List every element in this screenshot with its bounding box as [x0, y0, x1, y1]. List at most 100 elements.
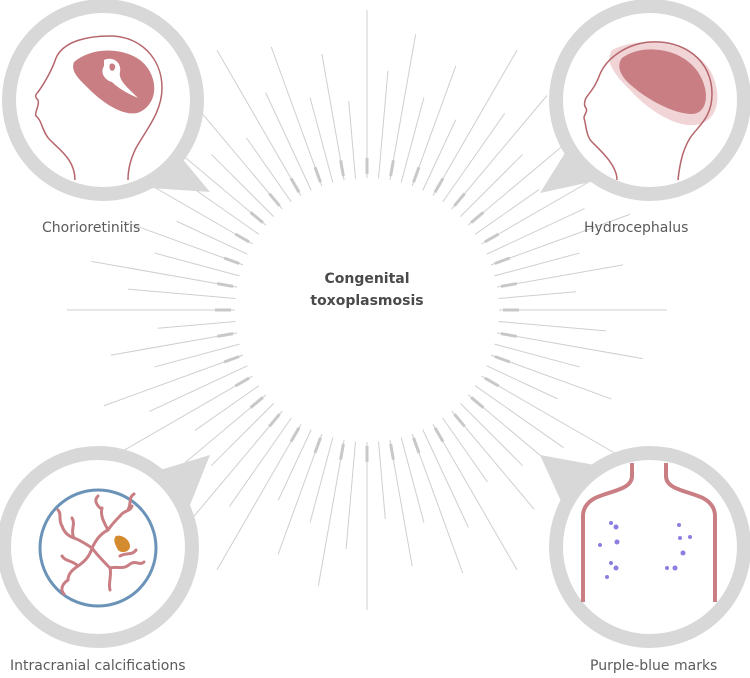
skin-mark — [609, 521, 613, 525]
starburst-ray-accent — [433, 427, 445, 443]
starburst-ray — [246, 137, 292, 203]
label-chorioretinitis: Chorioretinitis — [42, 220, 141, 236]
bubble-tail — [540, 145, 600, 193]
starburst-ray — [432, 424, 518, 571]
starburst-ray — [216, 49, 302, 196]
starburst-ray-accent — [500, 332, 517, 338]
starburst-ray — [411, 65, 457, 187]
starburst-ray — [211, 402, 275, 466]
starburst-ray — [459, 154, 523, 218]
starburst-ray — [228, 417, 292, 507]
starburst-ray-accent — [389, 160, 395, 177]
starburst-ray — [486, 208, 585, 255]
label-purple-blue-marks: Purple-blue marks — [590, 658, 718, 674]
label-hydrocephalus: Hydrocephalus — [584, 220, 689, 236]
starburst-ray — [459, 402, 523, 466]
starburst-ray-accent — [313, 437, 322, 454]
starburst-ray — [490, 354, 612, 400]
starburst-ray — [309, 437, 334, 523]
starburst-ray — [400, 437, 425, 523]
starburst-ray — [211, 154, 275, 218]
starburst-ray — [481, 375, 628, 461]
starburst-ray — [317, 439, 345, 586]
skin-mark — [672, 565, 678, 571]
starburst-ray — [149, 365, 248, 412]
starburst-ray — [486, 365, 558, 400]
label-intracranial-calcifications: Intracranial calcifications — [10, 658, 186, 674]
starburst-ray — [127, 288, 236, 299]
starburst-ray — [451, 95, 548, 210]
starburst-ray — [154, 252, 240, 277]
starburst-ray — [91, 260, 238, 288]
starburst-ray — [176, 220, 248, 255]
starburst-ray — [154, 343, 240, 368]
starburst-ray — [216, 424, 302, 571]
starburst-ray — [400, 97, 425, 183]
skin-mark — [614, 539, 620, 545]
skin-marks — [598, 521, 692, 579]
starburst-ray — [309, 97, 334, 183]
starburst-ray — [277, 429, 312, 501]
skin-mark — [613, 524, 619, 530]
starburst-ray — [103, 354, 244, 407]
starburst-ray — [122, 220, 244, 266]
bubble-ring — [549, 446, 750, 648]
head-with-eye-lesion-icon — [34, 35, 163, 181]
starburst-ray — [106, 375, 253, 461]
starburst-ray-accent — [412, 437, 421, 454]
starburst-ray-accent — [412, 166, 421, 183]
starburst-ray — [496, 264, 624, 288]
skin-mark — [598, 543, 602, 547]
skin-mark — [665, 566, 669, 570]
starburst-ray-accent — [484, 376, 500, 388]
starburst-ray-accent — [339, 443, 345, 460]
starburst-ray — [494, 252, 580, 277]
starburst-ray — [498, 291, 577, 299]
bubble-hydrocephalus — [540, 0, 750, 201]
starburst-ray-accent — [223, 355, 240, 364]
starburst-ray — [474, 385, 564, 449]
starburst-ray — [378, 70, 389, 179]
starburst-ray-accent — [494, 355, 511, 364]
starburst-ray — [157, 321, 236, 329]
starburst-ray-accent — [470, 396, 485, 409]
starburst-ray — [194, 385, 260, 431]
starburst-ray — [467, 142, 567, 226]
starburst-ray — [321, 53, 345, 181]
starburst-ray-accent — [234, 376, 250, 388]
starburst-ray — [494, 343, 580, 368]
bubble-chorioretinitis — [2, 0, 210, 201]
starburst-ray-accent — [339, 160, 345, 177]
starburst-ray — [277, 433, 323, 555]
skin-mark — [678, 536, 682, 540]
starburst-ray-accent — [453, 192, 466, 207]
center-title: Congenital toxoplasmosis — [267, 268, 467, 312]
starburst-ray-accent — [500, 282, 517, 288]
starburst-ray-accent — [453, 413, 466, 428]
starburst-ray-accent — [249, 211, 264, 224]
torso-with-spots-icon — [581, 463, 717, 602]
starburst-ray — [389, 439, 413, 567]
starburst-ray — [199, 110, 283, 210]
skin-mark — [605, 575, 609, 579]
skin-mark — [613, 565, 619, 571]
starburst-ray — [490, 213, 631, 266]
starburst-ray-accent — [289, 177, 301, 193]
starburst-ray-accent — [217, 332, 234, 338]
skin-mark — [677, 523, 681, 527]
starburst-ray-accent — [249, 396, 264, 409]
center-title-line2: toxoplasmosis — [310, 293, 424, 309]
brain-vessels-calcification-icon — [38, 488, 158, 608]
head-with-enlarged-brain-icon — [583, 41, 718, 181]
starburst-ray-accent — [389, 443, 395, 460]
starburst-ray-accent — [470, 211, 485, 224]
bubble-tail — [160, 455, 210, 505]
starburst-rays — [67, 10, 667, 610]
starburst-ray — [265, 92, 312, 191]
starburst-ray — [389, 34, 417, 181]
starburst-ray — [186, 410, 283, 525]
starburst-ray — [432, 49, 518, 196]
starburst-ray — [110, 332, 238, 356]
starburst-ray-accent — [484, 232, 500, 244]
